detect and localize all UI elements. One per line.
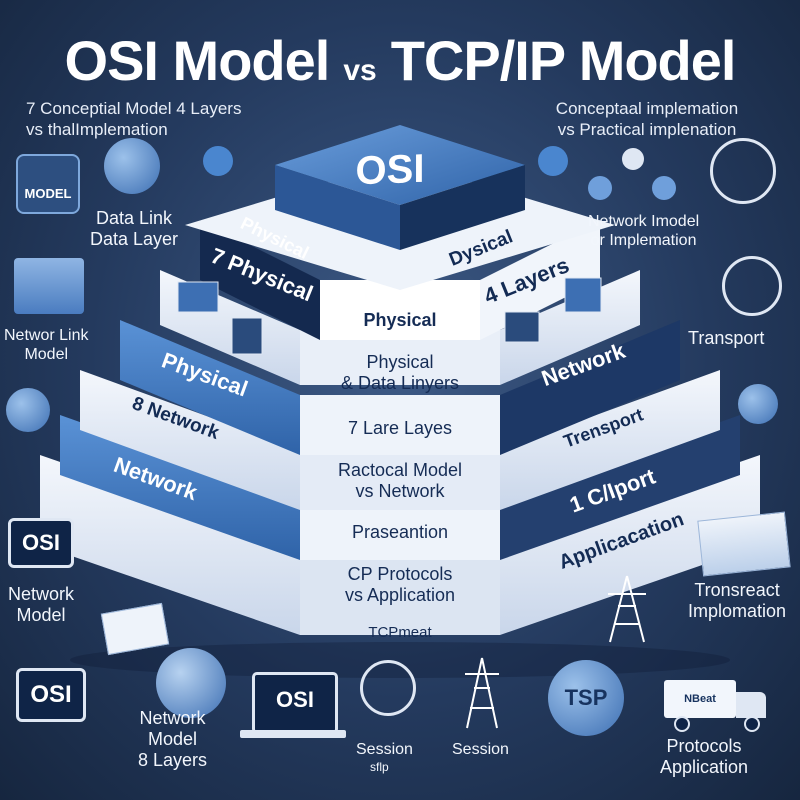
osi-network-label: Network Model [8, 584, 74, 626]
protocols-line2: Application [660, 757, 749, 777]
center-label-6: CP Protocols vs Application [344, 564, 456, 605]
truck-icon: NBeat [664, 680, 774, 732]
tier-6-front [300, 545, 500, 635]
session1-label: Session [356, 741, 413, 758]
tower-icon [465, 657, 499, 729]
network-layers-label: Network Model 8 Layers [138, 708, 207, 771]
network-nodes-icon [588, 148, 678, 204]
session2-label: Session [452, 741, 509, 758]
tier-2-front [300, 330, 500, 385]
tier-1-left [200, 220, 320, 340]
page-title: OSI Model vs TCP/IP Model [0, 28, 800, 93]
network-model-line1: Network Imodel [588, 213, 700, 230]
tier-6-right [500, 455, 760, 635]
globe-icon [6, 388, 50, 432]
laptop-base-icon [240, 730, 346, 738]
trans-impl-label: Tronsreact Implomation [688, 580, 786, 622]
trans-impl-line1: Tronsreact [694, 580, 780, 600]
tier-5-left [60, 415, 300, 560]
center-label-7: TCPmeat [368, 624, 432, 641]
globe-icon [104, 138, 160, 194]
globe-icon [738, 384, 778, 424]
globe-icon [710, 138, 776, 204]
tier-4-right [500, 370, 720, 510]
network-globe-icon [360, 660, 416, 716]
server-rack-icon [14, 258, 84, 314]
network-layers-line1: Network [139, 708, 206, 728]
server-stack-icon [697, 511, 791, 577]
model-badge-icon: MODEL [16, 154, 80, 214]
network-model-label: Network Imodel or Implemation [588, 212, 699, 250]
osi-network-line2: Model [16, 605, 66, 625]
transport-label: Transport [688, 328, 765, 348]
lock-icon [203, 146, 233, 176]
monitor-osi-icon: OSI [8, 518, 74, 568]
data-link-line2: Data Layer [90, 229, 179, 249]
tier-1-right [480, 220, 600, 340]
subtitle-right-line2: vs Practical implenation [557, 120, 737, 139]
protocols-line1: Protocols [666, 736, 742, 756]
cube-right [400, 165, 525, 250]
network-link-line2: Model [24, 346, 69, 363]
tower-icon [608, 575, 646, 643]
subtitle-left: 7 Conceptial Model 4 Layers vs thalImple… [26, 98, 241, 140]
subtitle-left-line1: 7 Conceptial Model 4 Layers [26, 99, 242, 118]
tier-3-right [500, 320, 680, 455]
lock-icon [538, 146, 568, 176]
network-model-line2: or Implemation [590, 232, 697, 249]
trans-impl-line2: Implomation [688, 601, 787, 621]
tsp-sphere-icon: TSP [548, 660, 624, 736]
server-block-left-2 [231, 317, 263, 355]
center-label-1: Physical [363, 310, 437, 330]
protocols-label: Protocols Application [660, 736, 748, 778]
server-block-right [564, 277, 602, 313]
model-badge-label: MODEL [24, 186, 72, 201]
network-layers-line2: Model [148, 729, 198, 749]
title-osi: OSI Model [64, 29, 331, 92]
laptop-osi-label: OSI [276, 687, 314, 712]
tier-5-front [300, 500, 500, 560]
monitor-osi-icon-2: OSI [16, 668, 86, 722]
tier-2-right [500, 270, 640, 385]
server-block-left [177, 281, 219, 313]
data-link-label: Data Link Data Layer [90, 208, 178, 250]
server-block-right-2 [504, 311, 540, 343]
tier-3-left [120, 320, 300, 455]
subtitle-right-line1: Conceptaal implemation [555, 99, 739, 118]
truck-tag: NBeat [664, 680, 736, 718]
sphere-icon [156, 648, 226, 718]
tier-4-left [80, 370, 300, 510]
tier-4-front [300, 450, 500, 510]
subtitle-left-line2: vs thalImplemation [26, 120, 168, 139]
session1-sub-label: sflp [370, 760, 389, 774]
tier-1-front [320, 280, 480, 340]
tier-6-left [40, 455, 300, 635]
network-link-line1: Networ Link [4, 327, 89, 344]
cube-left [275, 165, 400, 250]
title-tcpip: TCP/IP Model [390, 29, 737, 92]
cube-label: OSI [355, 146, 425, 194]
center-label-3: 7 Lare Layes [347, 418, 453, 438]
center-label-2: Physical & Data Linyers [340, 352, 460, 393]
tier-3-front [300, 395, 500, 455]
tier-5-right [500, 415, 740, 560]
title-vs: vs [343, 54, 377, 87]
subtitle-right: Conceptaal implemation vs Practical impl… [522, 98, 772, 140]
network-layers-line3: 8 Layers [138, 750, 208, 770]
network-link-label: Networ Link Model [4, 326, 88, 364]
center-label-5: Praseantion [351, 522, 449, 542]
data-link-line1: Data Link [96, 208, 173, 228]
laptop-icon: OSI [252, 672, 338, 734]
center-label-4: Ractocal Model vs Network [337, 460, 463, 501]
globe-icon [722, 256, 782, 316]
osi-network-line1: Network [8, 584, 75, 604]
